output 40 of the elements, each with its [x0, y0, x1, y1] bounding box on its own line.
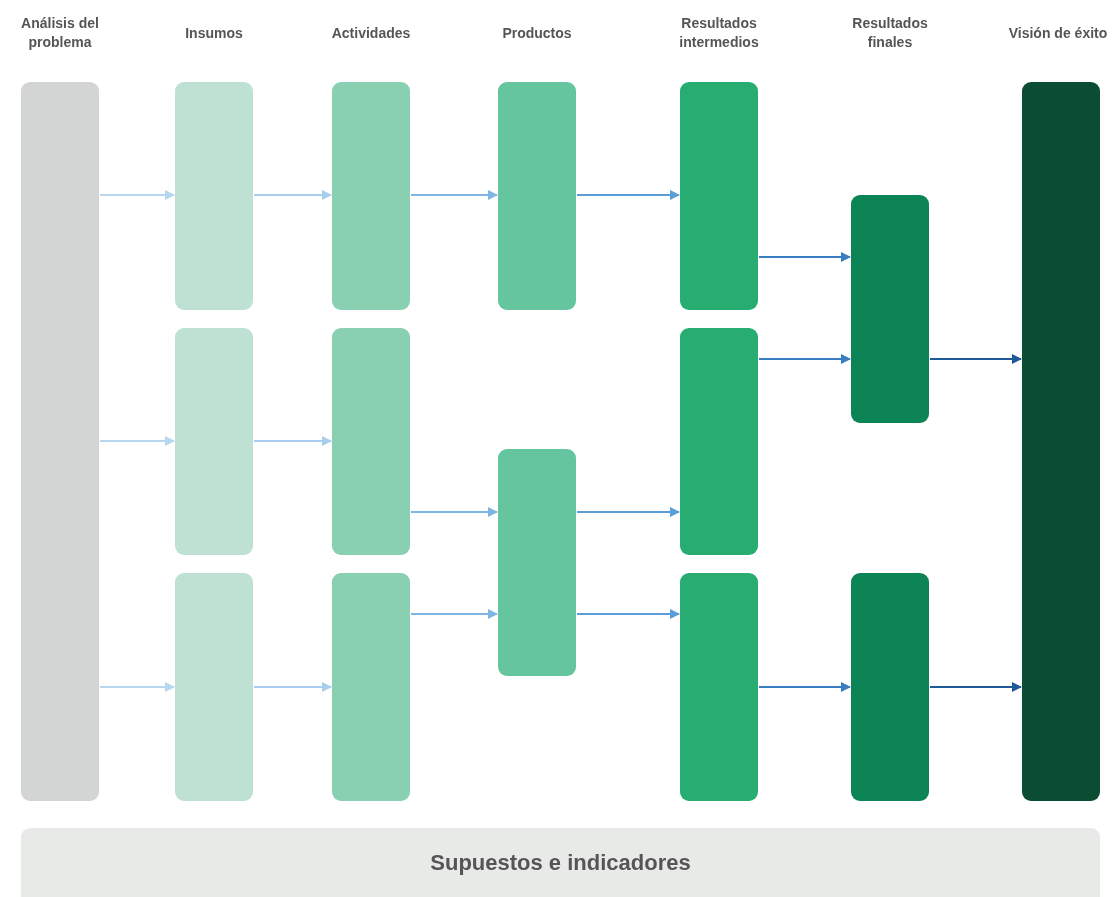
- arrow: [576, 609, 680, 619]
- column-heading: Análisis del problema: [20, 14, 100, 52]
- arrow: [758, 682, 851, 692]
- arrow: [758, 354, 851, 364]
- stage-box: [175, 82, 253, 310]
- stage-box: [498, 449, 576, 676]
- stage-box: [680, 82, 758, 310]
- arrow: [410, 190, 498, 200]
- arrow: [410, 609, 498, 619]
- arrow: [576, 190, 680, 200]
- arrow: [929, 354, 1022, 364]
- stage-box: [332, 328, 410, 555]
- column-heading: Insumos: [184, 24, 244, 43]
- arrow: [253, 190, 332, 200]
- band-label: Supuestos e indicadores: [430, 849, 691, 876]
- arrow: [99, 436, 175, 446]
- stage-box: [498, 82, 576, 310]
- column-heading: Resultados intermedios: [678, 14, 760, 52]
- arrow: [99, 682, 175, 692]
- stage-box: [175, 573, 253, 801]
- arrow: [758, 252, 851, 262]
- column-heading: Productos: [501, 24, 573, 43]
- arrow: [99, 190, 175, 200]
- stage-box: [851, 195, 929, 423]
- stage-box: [21, 82, 99, 801]
- stage-box: [851, 573, 929, 801]
- arrow: [253, 436, 332, 446]
- arrow: [576, 507, 680, 517]
- column-heading: Actividades: [330, 24, 412, 43]
- stage-box: [175, 328, 253, 555]
- arrow: [253, 682, 332, 692]
- stage-box: [332, 82, 410, 310]
- stage-box: [680, 328, 758, 555]
- column-heading: Resultados finales: [851, 14, 929, 52]
- stage-box: [332, 573, 410, 801]
- stage-box: [680, 573, 758, 801]
- arrow: [410, 507, 498, 517]
- column-heading: Visión de éxito: [1007, 24, 1109, 43]
- stage-box: [1022, 82, 1100, 801]
- arrow: [929, 682, 1022, 692]
